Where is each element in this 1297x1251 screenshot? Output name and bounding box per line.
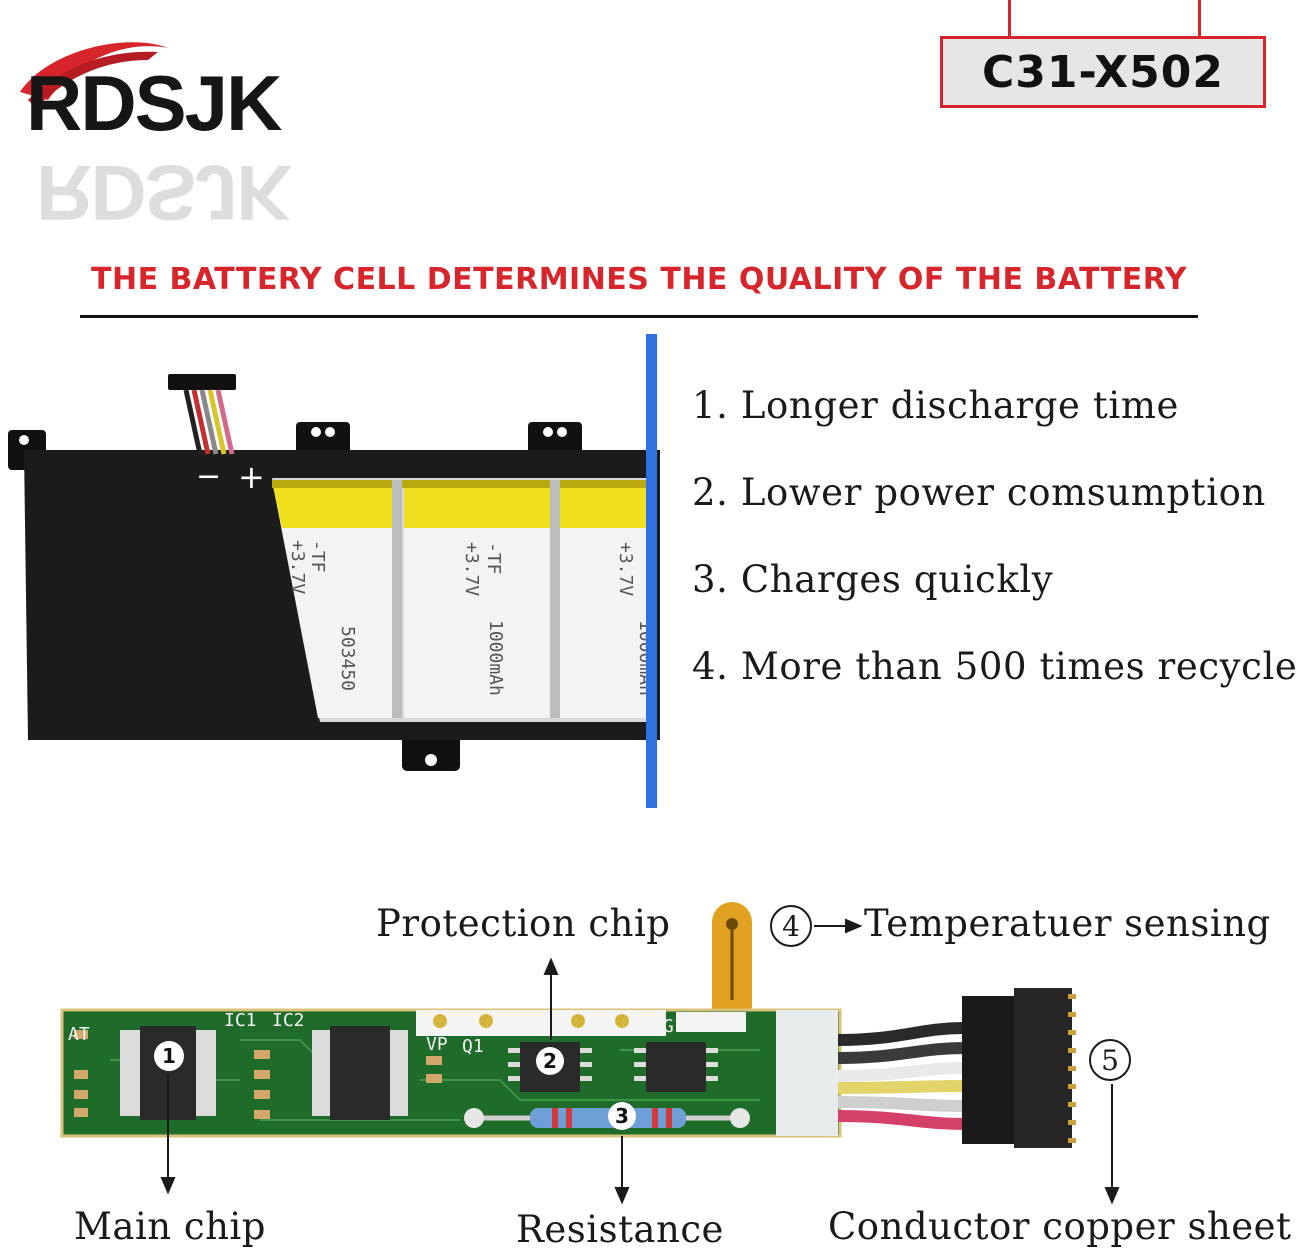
marker-5: 5 bbox=[1101, 1044, 1119, 1077]
resistance bbox=[464, 1108, 750, 1128]
model-code: C31-X502 bbox=[982, 46, 1224, 98]
model-tag-stand-left bbox=[1008, 0, 1011, 38]
protection-chip bbox=[508, 1042, 718, 1092]
silk-q1: Q1 bbox=[462, 1036, 484, 1057]
feature-item: 1. Longer discharge time bbox=[692, 384, 1179, 427]
polarity-minus: − bbox=[196, 459, 221, 494]
feature-item: 4. More than 500 times recycle bbox=[692, 645, 1297, 688]
ic-chip bbox=[312, 1026, 408, 1120]
marker-2: 2 bbox=[543, 1049, 557, 1073]
section-divider bbox=[646, 334, 657, 808]
silk-ic1: IC1 bbox=[224, 1010, 257, 1031]
cell-print-tf-2: -TF bbox=[483, 542, 504, 575]
wire-connector bbox=[962, 988, 1076, 1148]
callout-arrows bbox=[160, 918, 1120, 1205]
silk-ic2: IC2 bbox=[272, 1010, 305, 1031]
marker-1: 1 bbox=[162, 1044, 176, 1068]
temperature-sensor bbox=[712, 902, 752, 1010]
label-protection-chip: Protection chip bbox=[376, 902, 671, 945]
pcb-illustration: AT IC1 IC2 VP Q1 VG 1 2 3 bbox=[60, 902, 1131, 1205]
label-conductor-copper-sheet: Conductor copper sheet bbox=[828, 1205, 1292, 1248]
headline-divider bbox=[80, 315, 1198, 318]
feature-item: 2. Lower power comsumption bbox=[692, 471, 1266, 514]
headline: THE BATTERY CELL DETERMINES THE QUALITY … bbox=[91, 262, 1187, 297]
battery-cells bbox=[272, 480, 652, 718]
feature-item: 3. Charges quickly bbox=[692, 558, 1054, 601]
silk-vg: VG bbox=[652, 1016, 674, 1037]
label-main-chip: Main chip bbox=[74, 1205, 266, 1248]
silk-vp: VP bbox=[426, 1034, 448, 1055]
polarity-plus: + bbox=[238, 458, 265, 496]
logo-text: RDSJK bbox=[26, 59, 282, 147]
label-resistance: Resistance bbox=[516, 1208, 724, 1251]
brand-logo: RDSJK RDSJK bbox=[20, 42, 294, 237]
marker-4: 4 bbox=[782, 910, 800, 943]
battery-illustration: -TF +3.7V 503450 1000mAh -TF +3.7V +3.7V… bbox=[8, 334, 660, 808]
battery-connector bbox=[168, 374, 236, 455]
cell-print-capacity: 1000mAh bbox=[485, 620, 506, 696]
cell-print-tf: -TF bbox=[307, 540, 328, 573]
cell-print-voltage: +3.7V bbox=[287, 540, 308, 594]
cell-print-voltage-2: +3.7V bbox=[461, 542, 482, 596]
pcb-wires bbox=[837, 1022, 965, 1130]
logo-reflection: RDSJK bbox=[36, 149, 292, 237]
silk-at: AT bbox=[68, 1024, 90, 1045]
cell-print-voltage-3: +3.7V bbox=[615, 542, 636, 596]
model-code-tag: C31-X502 bbox=[940, 36, 1266, 108]
marker-3: 3 bbox=[615, 1104, 629, 1128]
model-tag-stand-right bbox=[1198, 0, 1201, 38]
logo-swoosh-tail bbox=[28, 51, 158, 108]
cell-print-model: 503450 bbox=[337, 626, 358, 691]
label-temperature-sensing: Temperatuer sensing bbox=[864, 902, 1271, 945]
smd-components bbox=[74, 1030, 442, 1119]
